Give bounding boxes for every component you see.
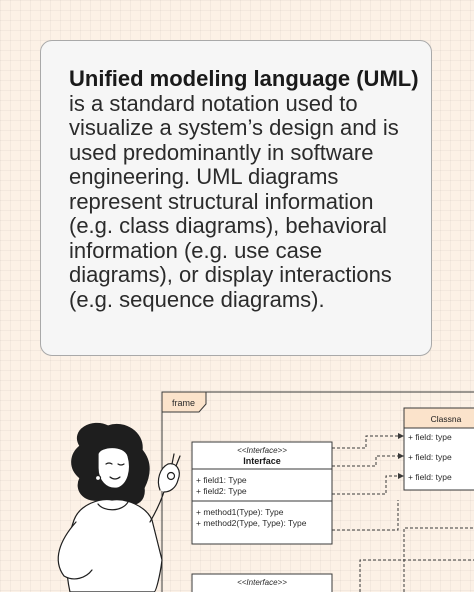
frame-label: frame [172,398,195,408]
interface-field: + field2: Type [196,486,247,496]
interface-method: + method1(Type): Type [196,507,284,517]
connector-3 [332,475,404,495]
classname-box: Classna + field: type + field: type + fi… [403,407,474,491]
connector-4 [332,500,399,531]
smile [109,476,121,480]
face [97,446,131,489]
eye-left [105,462,113,465]
interface-class-box: <<Interface>> Interface + field1: Type +… [191,441,333,545]
classname-field: + field: type [408,472,452,482]
connector-5 [359,559,474,592]
woman-illustration [57,422,181,592]
classname-field: + field: type [408,452,452,462]
interface-stereotype: <<Interface>> [237,446,287,455]
arrowhead-3 [398,473,404,479]
info-card: Unified modeling language (UML) is a sta… [40,40,432,356]
connector-1 [332,435,404,449]
earring [94,474,102,482]
eye-right [117,463,125,466]
interface-field: + field1: Type [196,475,247,485]
raised-fingers [171,453,181,467]
interface-2-stereotype: <<Interface>> [237,578,287,587]
interface-name: Interface [243,456,281,466]
arrowhead-2 [398,453,404,459]
card-term: Unified modeling language (UML) [69,66,419,91]
classname-title: Classna [431,414,462,424]
classname-header [403,407,474,429]
card-description: is a standard notation used to visualize… [69,90,399,312]
interface-class-box-2: <<Interface>> [191,573,333,592]
arrowheads [398,433,404,479]
arrowhead-1 [398,433,404,439]
ok-hand [157,463,180,493]
classname-field: + field: type [408,432,452,442]
left-arm [57,521,93,580]
ok-hand-circle [166,471,176,481]
connectors [332,435,474,592]
frame-tab [161,391,207,413]
neckline [97,501,129,511]
card-text: Unified modeling language (UML) is a sta… [69,66,419,312]
connector-6 [403,527,474,592]
neck [107,487,119,501]
interface-method: + method2(Type, Type): Type [196,518,307,528]
connector-2 [332,455,404,467]
